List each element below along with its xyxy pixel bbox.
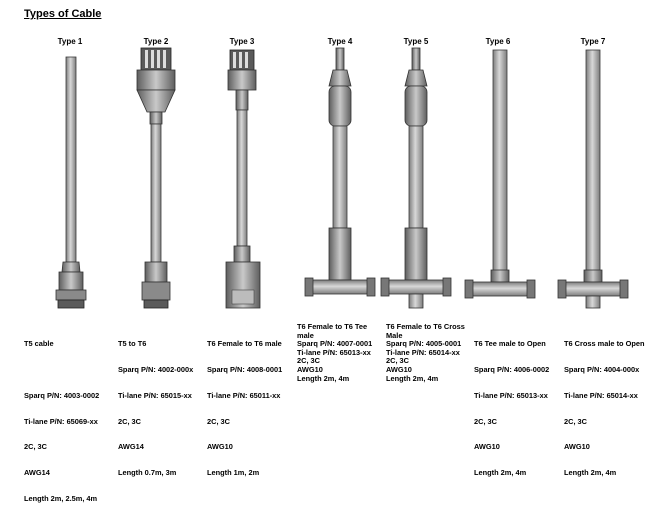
type-1-label: Type 1 bbox=[57, 37, 83, 46]
sparq-part-number: Sparq P/N: 4004-000x bbox=[564, 364, 640, 374]
cable-type-2-description: T5 to T6 Sparq P/N: 4002-000x Ti-lane P/… bbox=[118, 323, 193, 486]
tilane-part-number: Ti-lane P/N: 65069-xx bbox=[24, 416, 98, 426]
cable-type-7-description: T6 Cross male to Open Sparq P/N: 4004-00… bbox=[564, 323, 645, 486]
length: Length 2m, 4m bbox=[474, 468, 527, 478]
sparq-part-number: Sparq P/N: 4006-0002 bbox=[474, 364, 550, 374]
tilane-part-number: Ti-lane P/N: 65013-xx bbox=[474, 390, 548, 400]
page-title: Types of Cable bbox=[24, 8, 102, 20]
gauge: AWG10 bbox=[474, 442, 500, 452]
sparq-part-number: Sparq P/N: 4005-0001 bbox=[386, 339, 462, 349]
cable-type-3-description: T6 Female to T6 male Sparq P/N: 4008-000… bbox=[207, 323, 282, 486]
length: Length 1m, 2m bbox=[207, 468, 260, 478]
sparq-part-number: Sparq P/N: 4002-000x bbox=[118, 364, 194, 374]
sparq-part-number: Sparq P/N: 4003-0002 bbox=[24, 390, 100, 400]
cable-type-4-drawing bbox=[304, 47, 376, 297]
cable-illustrations bbox=[55, 47, 629, 309]
cores: 2C, 3C bbox=[24, 442, 48, 452]
tilane-part-number: Ti-lane P/N: 65014-xx bbox=[386, 347, 460, 357]
cable-name: T5 cable bbox=[24, 339, 54, 349]
cable-name: T6 Cross male to Open bbox=[564, 339, 645, 349]
type-5-label: Type 5 bbox=[403, 37, 429, 46]
type-3-label: Type 3 bbox=[229, 37, 255, 46]
cable-type-3-drawing bbox=[225, 49, 261, 309]
cores: 2C, 3C bbox=[207, 416, 231, 426]
gauge: AWG14 bbox=[118, 442, 144, 452]
cable-name: T6 Female to T6 male bbox=[207, 339, 282, 349]
gauge: AWG10 bbox=[564, 442, 590, 452]
cable-name: T6 Female to T6 Tee male bbox=[297, 322, 368, 340]
sparq-part-number: Sparq P/N: 4008-0001 bbox=[207, 364, 283, 374]
gauge: AWG10 bbox=[297, 364, 323, 374]
cores: 2C, 3C bbox=[564, 416, 588, 426]
tilane-part-number: Ti-lane P/N: 65015-xx bbox=[118, 390, 192, 400]
cable-type-4-description: T6 Female to T6 Tee male Sparq P/N: 4007… bbox=[297, 322, 381, 383]
tilane-part-number: Ti-lane P/N: 65014-xx bbox=[564, 390, 638, 400]
cores: 2C, 3C bbox=[118, 416, 142, 426]
gauge: AWG14 bbox=[24, 468, 50, 478]
cable-name: T6 Tee male to Open bbox=[474, 339, 546, 349]
cable-name: T5 to T6 bbox=[118, 339, 147, 349]
tilane-part-number: Ti-lane P/N: 65013-xx bbox=[297, 347, 371, 357]
tilane-part-number: Ti-lane P/N: 65011-xx bbox=[207, 390, 281, 400]
cable-type-2-drawing bbox=[136, 47, 176, 309]
cores: 2C, 3C bbox=[386, 356, 410, 366]
sparq-part-number: Sparq P/N: 4007-0001 bbox=[297, 339, 373, 349]
gauge: AWG10 bbox=[207, 442, 233, 452]
type-7-label: Type 7 bbox=[580, 37, 606, 46]
length: Length 2m, 4m bbox=[564, 468, 617, 478]
cable-name: T6 Female to T6 Cross Male bbox=[386, 322, 465, 340]
cable-type-6-description: T6 Tee male to Open Sparq P/N: 4006-0002… bbox=[474, 323, 549, 486]
type-6-label: Type 6 bbox=[485, 37, 511, 46]
cable-type-6-drawing bbox=[464, 49, 536, 299]
gauge: AWG10 bbox=[386, 364, 412, 374]
cores: 2C, 3C bbox=[474, 416, 498, 426]
length: Length 2m, 2.5m, 4m bbox=[24, 493, 98, 503]
length: Length 2m, 4m bbox=[297, 373, 350, 383]
length: Length 0.7m, 3m bbox=[118, 468, 177, 478]
cores: 2C, 3C bbox=[297, 356, 321, 366]
cable-type-7-drawing bbox=[557, 49, 629, 309]
cable-type-1-description: T5 cable Sparq P/N: 4003-0002 Ti-lane P/… bbox=[24, 323, 99, 512]
type-2-label: Type 2 bbox=[143, 37, 169, 46]
length: Length 2m, 4m bbox=[386, 373, 439, 383]
type-4-label: Type 4 bbox=[327, 37, 353, 46]
cable-type-1-drawing bbox=[55, 56, 87, 309]
cable-type-5-drawing bbox=[380, 47, 452, 309]
cable-type-5-description: T6 Female to T6 Cross Male Sparq P/N: 40… bbox=[386, 322, 472, 383]
